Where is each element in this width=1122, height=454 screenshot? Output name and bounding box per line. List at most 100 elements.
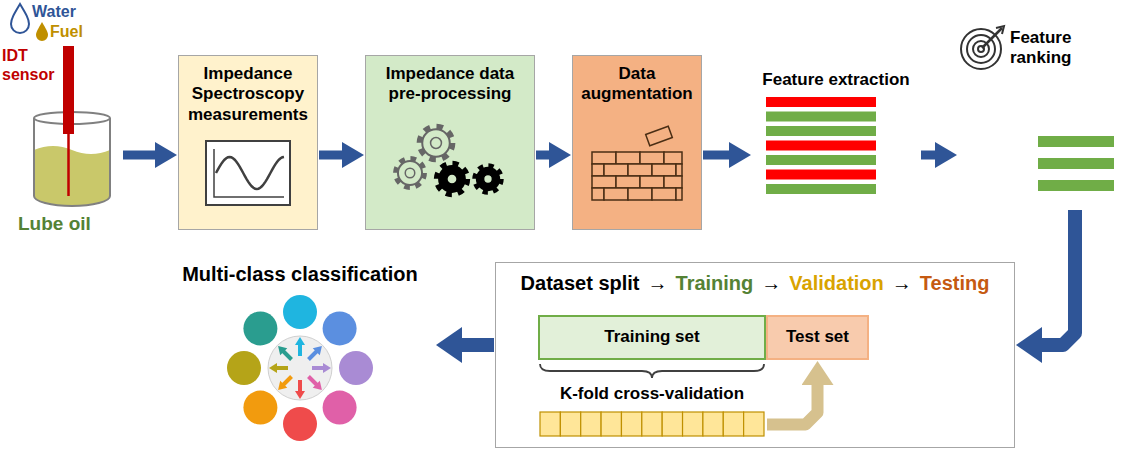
process-box: Data augmentation bbox=[572, 55, 702, 230]
gear-body bbox=[477, 168, 499, 190]
feature-bar bbox=[766, 184, 876, 194]
brick bbox=[592, 152, 616, 164]
gear-body bbox=[398, 161, 422, 185]
node-label: Feature extraction bbox=[762, 70, 909, 90]
fold-cell bbox=[703, 412, 723, 436]
flow-arrow bbox=[921, 151, 935, 160]
node-label: Impedance data pre-processing bbox=[372, 64, 528, 105]
brick bbox=[592, 176, 616, 188]
class-circle bbox=[227, 351, 261, 385]
idt-sensor-rod bbox=[63, 46, 74, 134]
class-arrow-head bbox=[295, 391, 305, 399]
target-ring bbox=[961, 29, 1001, 69]
brick bbox=[640, 152, 664, 164]
illustration-label: Fuel bbox=[50, 22, 83, 41]
fuel-drop bbox=[36, 22, 48, 41]
class-arrow bbox=[312, 366, 324, 370]
fold-cell bbox=[744, 412, 764, 436]
title-text: Training bbox=[676, 271, 754, 295]
node-label: Test set bbox=[786, 327, 849, 347]
brick bbox=[604, 164, 628, 176]
class-circle bbox=[283, 407, 317, 441]
illustration-label: Lube oil bbox=[18, 213, 91, 236]
flow-arrow bbox=[767, 385, 818, 424]
title-text: → bbox=[648, 271, 668, 295]
curly-brace bbox=[540, 364, 764, 378]
sensor-lead bbox=[67, 130, 70, 196]
target-arrow bbox=[982, 28, 1002, 48]
feature-bar bbox=[766, 155, 876, 165]
kfold-cells bbox=[538, 410, 766, 438]
feature-bar bbox=[1038, 158, 1114, 169]
title-text: Dataset split bbox=[521, 271, 640, 295]
class-circle bbox=[243, 391, 277, 425]
gear-body bbox=[422, 129, 450, 157]
fold-cell bbox=[642, 412, 662, 436]
title-text: Testing bbox=[920, 271, 990, 295]
gear-teeth bbox=[396, 159, 424, 187]
class-arrow-head bbox=[269, 363, 277, 373]
fold-cell bbox=[540, 412, 560, 436]
brick bbox=[592, 164, 604, 176]
title-row: Dataset split→Training→Validation→Testin… bbox=[496, 263, 1014, 295]
brick bbox=[616, 176, 640, 188]
brick-wall-icon bbox=[587, 122, 687, 204]
test-set-box: Test set bbox=[766, 315, 869, 360]
target-arrow-fletch bbox=[996, 26, 1004, 34]
node-label: Training set bbox=[604, 327, 699, 347]
illustration-label: IDT sensor bbox=[2, 46, 60, 84]
brick bbox=[664, 176, 682, 188]
gear-teeth bbox=[475, 166, 501, 192]
hub bbox=[268, 336, 332, 400]
process-box: Impedance Spectroscopy measurements bbox=[178, 55, 318, 230]
class-arrow bbox=[298, 344, 302, 356]
feature-extraction: Feature extraction bbox=[752, 62, 920, 212]
classification-group: Multi-class classification bbox=[165, 262, 435, 444]
gear-hole bbox=[447, 174, 457, 184]
class-arrow-head bbox=[295, 337, 305, 345]
flow-arrow bbox=[536, 151, 549, 160]
class-circle bbox=[323, 391, 357, 425]
gear-teeth bbox=[437, 164, 467, 194]
process-box: Impedance data pre-processing bbox=[365, 55, 535, 230]
flow-arrow bbox=[462, 338, 494, 352]
flow-arrow bbox=[1042, 210, 1075, 345]
brick bbox=[652, 188, 676, 200]
feature-ranking: Feature ranking bbox=[958, 18, 1120, 208]
brick bbox=[640, 176, 664, 188]
class-arrow-head bbox=[313, 346, 322, 355]
class-arrow-head bbox=[323, 363, 331, 373]
feature-bar bbox=[766, 97, 876, 107]
classes-icon bbox=[225, 290, 375, 444]
feature-bar bbox=[766, 170, 876, 180]
spectrum-icon bbox=[202, 137, 294, 209]
node-label: Impedance Spectroscopy measurements bbox=[185, 64, 311, 125]
feature-bar bbox=[1038, 180, 1114, 191]
class-circle bbox=[339, 351, 373, 385]
class-circle bbox=[323, 311, 357, 345]
node-label: K-fold cross-validation bbox=[560, 384, 744, 404]
oil-fill bbox=[34, 146, 110, 206]
feature-bar bbox=[766, 126, 876, 136]
brick bbox=[616, 152, 640, 164]
brick bbox=[604, 188, 628, 200]
brick bbox=[652, 164, 676, 176]
node-label: Feature ranking bbox=[1010, 28, 1116, 69]
class-circle bbox=[243, 311, 277, 345]
brick bbox=[664, 152, 682, 164]
feature-bar bbox=[1038, 136, 1114, 147]
class-arrow-head bbox=[278, 381, 287, 390]
illustration-label: Water bbox=[32, 2, 76, 21]
brick bbox=[676, 164, 682, 176]
plot-axes bbox=[214, 149, 284, 197]
title-text: → bbox=[761, 271, 781, 295]
water-drop bbox=[11, 4, 29, 33]
plot-frame bbox=[206, 141, 290, 205]
feature-bar bbox=[766, 112, 876, 122]
class-arrow-head bbox=[313, 381, 322, 390]
gear-teeth bbox=[420, 127, 452, 159]
target-icon bbox=[960, 24, 1006, 70]
brick bbox=[592, 188, 604, 200]
class-arrow bbox=[283, 351, 291, 359]
